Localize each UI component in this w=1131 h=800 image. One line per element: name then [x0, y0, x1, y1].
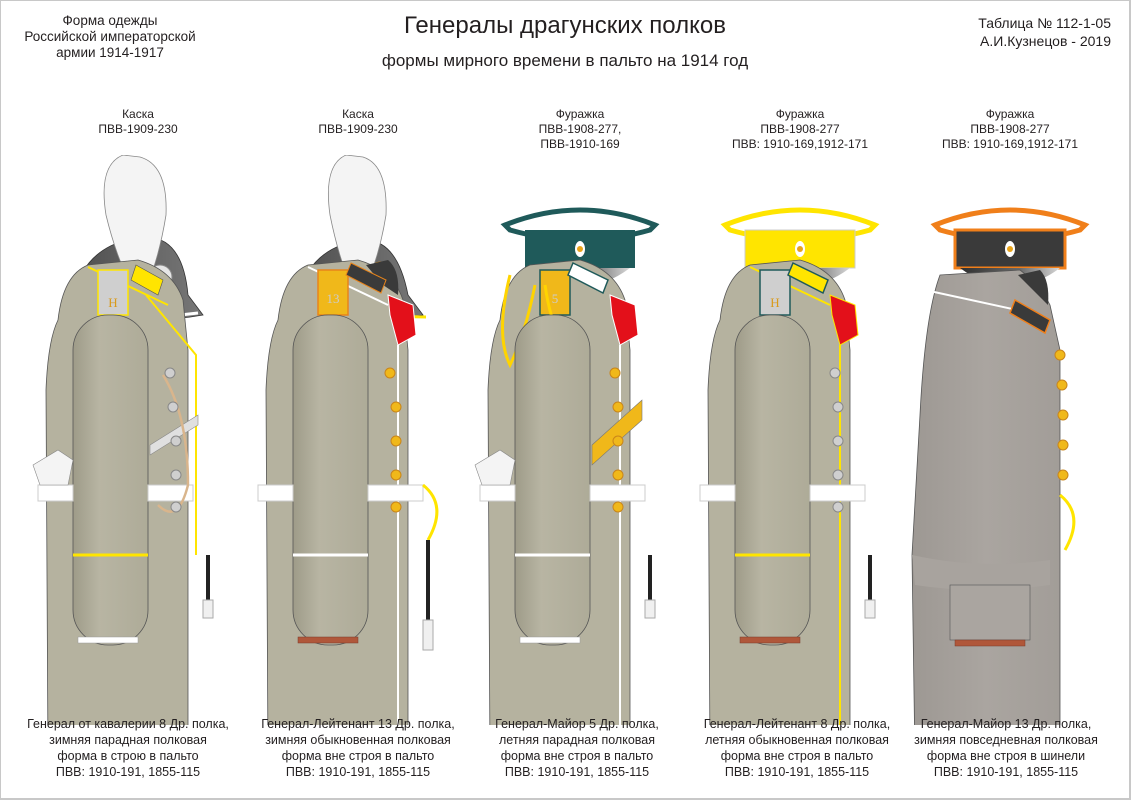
coat: 13 — [257, 259, 439, 725]
uniform-illustration — [900, 155, 1120, 725]
page-subtitle: формы мирного времени в пальто на 1914 г… — [381, 51, 749, 70]
hat-name: Каска — [342, 107, 374, 121]
caption-rank: Генерал-Лейтенант 13 Др. полка, — [261, 717, 455, 731]
page-title: Генералы драгунских полков — [404, 12, 726, 39]
figure-column-3: Фуражка ПВВ-1908-277, ПВВ-1910-169 5 — [470, 107, 690, 725]
svg-text:13: 13 — [327, 291, 340, 306]
caption-reference: ПВВ: 1910-191, 1855-115 — [504, 765, 650, 779]
hat-name: Фуражка — [775, 107, 825, 121]
figure-column-4: Фуражка ПВВ-1908-277 ПВВ: 1910-169,1912-… — [690, 107, 910, 725]
figure-caption-3: Генерал-Майор 5 Др. полка, летняя парадн… — [457, 716, 697, 780]
figure-column-2: Каска ПВВ-1909-230 13 — [248, 107, 468, 725]
caption-form: летняя парадная полковая — [498, 733, 655, 747]
hat-name: Фуражка — [985, 107, 1035, 121]
series-line-1: Форма одежды — [62, 13, 158, 28]
caption-occasion: форма в строю в пальто — [57, 749, 199, 763]
cap-and-coat-drawing: 5 — [474, 207, 660, 725]
svg-text:5: 5 — [552, 291, 559, 306]
hat-code: ПВВ-1909-230 — [98, 122, 178, 136]
hat-code-2: ПВВ: 1910-169,1912-171 — [731, 137, 869, 151]
caption-reference: ПВВ: 1910-191, 1855-115 — [724, 765, 870, 779]
hat-code: ПВВ-1908-277 — [760, 122, 840, 136]
hat-label: Каска ПВВ-1909-230 — [248, 107, 468, 155]
caption-reference: ПВВ: 1910-191, 1855-115 — [933, 765, 1079, 779]
author-line: А.И.Кузнецов - 2019 — [980, 33, 1111, 49]
series-line-3: армии 1914-1917 — [56, 45, 164, 60]
caption-rank: Генерал-Майор 13 Др. полка, — [920, 717, 1092, 731]
figure-column-5: Фуражка ПВВ-1908-277 ПВВ: 1910-169,1912-… — [900, 107, 1120, 725]
caption-reference: ПВВ: 1910-191, 1855-115 — [55, 765, 201, 779]
caption-occasion: форма вне строя в пальто — [281, 749, 435, 763]
hat-code: ПВВ-1909-230 — [318, 122, 398, 136]
figure-caption-1: Генерал от кавалерии 8 Др. полка, зимняя… — [8, 716, 248, 780]
hat-code: ПВВ-1908-277, — [538, 122, 622, 136]
svg-text:Н: Н — [108, 295, 117, 310]
caption-rank: Генерал от кавалерии 8 Др. полка, — [27, 717, 229, 731]
figure-caption-5: Генерал-Майор 13 Др. полка, зимняя повсе… — [886, 716, 1126, 780]
cap-and-greatcoat-drawing — [911, 207, 1090, 725]
figure-caption-2: Генерал-Лейтенант 13 Др. полка, зимняя о… — [238, 716, 478, 780]
uniform-illustration: Н — [28, 155, 248, 725]
hat-code-2: ПВВ: 1910-169,1912-171 — [941, 137, 1079, 151]
hat-label: Фуражка ПВВ-1908-277 ПВВ: 1910-169,1912-… — [900, 107, 1120, 155]
caption-occasion: форма вне строя в пальто — [500, 749, 654, 763]
hat-name: Каска — [122, 107, 154, 121]
caption-occasion: форма вне строя в шинели — [926, 749, 1086, 763]
helmet-and-coat-drawing: Н — [32, 155, 214, 725]
caption-form: зимняя парадная полковая — [49, 733, 207, 747]
hat-code: ПВВ-1908-277 — [970, 122, 1050, 136]
coat: Н — [699, 259, 876, 725]
caption-form: зимняя повседневная полковая — [914, 733, 1098, 747]
hat-code-2: ПВВ-1910-169 — [540, 137, 620, 151]
figure-column-1: Каска ПВВ-1909-230 Н — [28, 107, 248, 725]
hat-label: Каска ПВВ-1909-230 — [28, 107, 248, 155]
uniform-illustration: 13 — [248, 155, 468, 725]
helmet-and-coat-drawing: 13 — [257, 155, 439, 725]
caption-form: летняя обыкновенная полковая — [705, 733, 889, 747]
uniform-illustration: Н — [690, 155, 910, 725]
page-heading: Генералы драгунских полков формы мирного… — [300, 12, 830, 72]
table-number: Таблица № 112-1-05 — [978, 15, 1111, 31]
table-info: Таблица № 112-1-05 А.И.Кузнецов - 2019 — [911, 14, 1111, 50]
caption-rank: Генерал-Майор 5 Др. полка, — [495, 717, 659, 731]
caption-occasion: форма вне строя в пальто — [720, 749, 874, 763]
cap-and-coat-drawing: Н — [699, 207, 880, 725]
hat-name: Фуражка — [555, 107, 605, 121]
series-line-2: Российской императорской — [24, 29, 196, 44]
caption-rank: Генерал-Лейтенант 8 Др. полка, — [703, 717, 891, 731]
series-label: Форма одежды Российской императорской ар… — [20, 13, 200, 61]
coat: 5 — [474, 259, 656, 725]
caption-reference: ПВВ: 1910-191, 1855-115 — [285, 765, 431, 779]
greatcoat — [911, 269, 1076, 725]
caption-form: зимняя обыкновенная полковая — [265, 733, 451, 747]
hat-label: Фуражка ПВВ-1908-277, ПВВ-1910-169 — [470, 107, 690, 155]
hat-label: Фуражка ПВВ-1908-277 ПВВ: 1910-169,1912-… — [690, 107, 910, 155]
coat: Н — [32, 259, 214, 725]
svg-text:Н: Н — [770, 295, 779, 310]
figure-caption-4: Генерал-Лейтенант 8 Др. полка, летняя об… — [677, 716, 917, 780]
uniform-illustration: 5 — [470, 155, 690, 725]
